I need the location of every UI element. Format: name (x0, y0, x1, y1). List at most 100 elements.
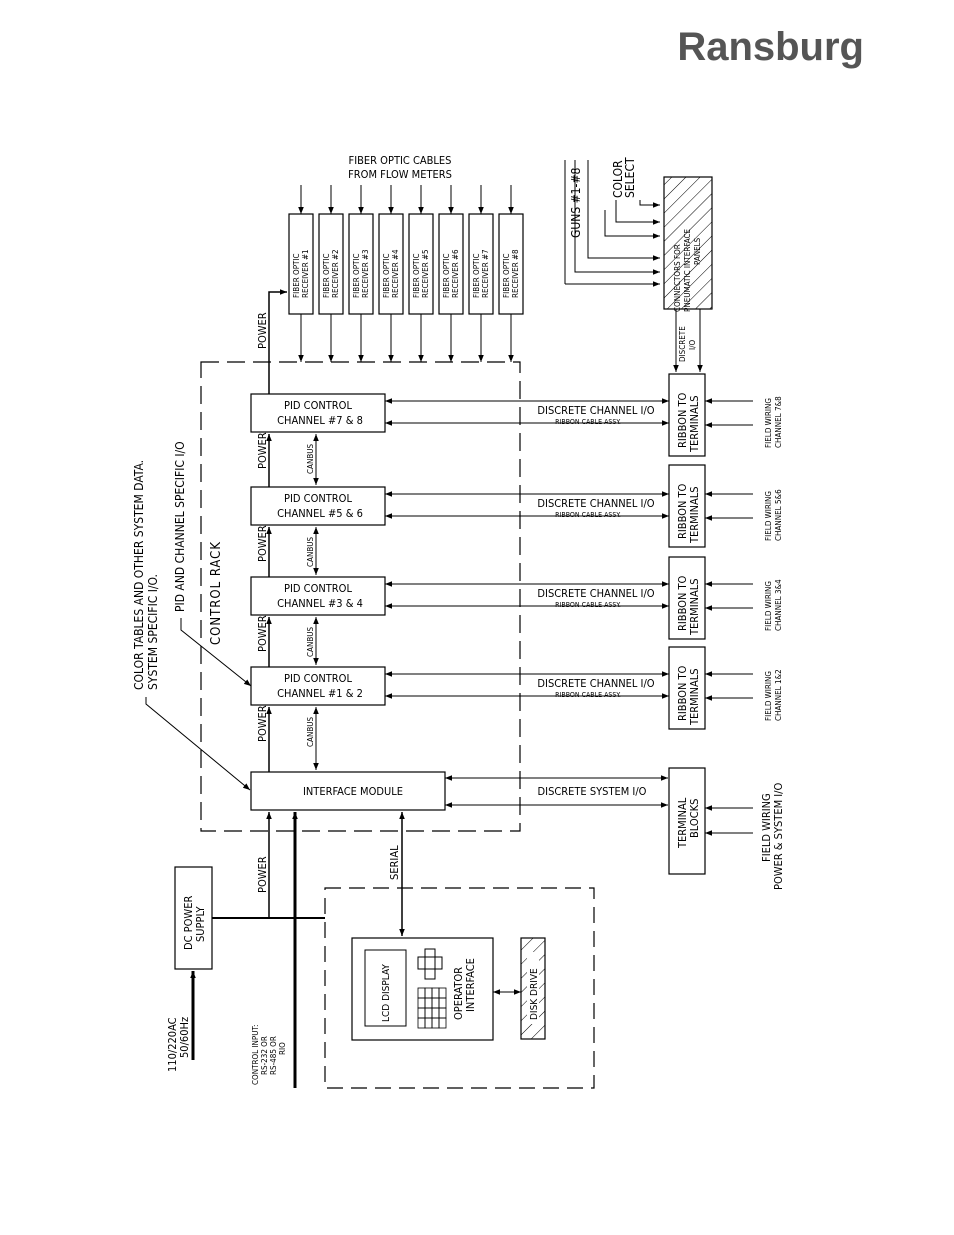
canbus-label: CANBUS (306, 716, 315, 747)
interface-module-box (250, 771, 446, 811)
connectors-label: CONNECTORS FOR (673, 244, 682, 312)
svg-text:FIBER OPTIC CABLES: FIBER OPTIC CABLES (349, 154, 452, 167)
svg-text:RECEIVER #2: RECEIVER #2 (331, 249, 340, 298)
svg-text:CHANNEL 5&6: CHANNEL 5&6 (774, 489, 783, 541)
pid-control-box (250, 666, 386, 706)
svg-text:FIBER OPTIC: FIBER OPTIC (502, 253, 511, 298)
power-label: POWER (256, 432, 269, 469)
canbus-label: CANBUS (306, 536, 315, 567)
svg-text:FIBER OPTIC: FIBER OPTIC (292, 253, 301, 298)
pid-channel-label: CHANNEL #7 & 8 (277, 414, 363, 427)
discrete-io-label: DISCRETE (678, 326, 687, 362)
field-wiring-label: FIELD WIRING (764, 491, 773, 541)
svg-text:RIBBON TO: RIBBON TO (676, 483, 689, 539)
field-wiring-label: FIELD WIRING (764, 581, 773, 631)
svg-text:TERMINALS: TERMINALS (688, 668, 701, 726)
pid-channel-label: CHANNEL #1 & 2 (277, 687, 363, 700)
svg-text:TERMINALS: TERMINALS (688, 486, 701, 544)
discrete-channel-label: DISCRETE CHANNEL I/O (537, 677, 654, 690)
dc-power-supply-box (174, 866, 213, 970)
color-select-label: COLOR (611, 160, 625, 198)
control-input-label: CONTROL INPUT: (251, 1025, 260, 1085)
left-annotations: COLOR TABLES AND OTHER SYSTEM DATA. SYST… (132, 441, 252, 791)
svg-text:CHANNEL 3&4: CHANNEL 3&4 (774, 579, 783, 631)
interface-module-section: INTERFACE MODULE DISCRETE SYSTEM I/O TER… (250, 767, 785, 1088)
ribbon-cable-label: RIBBON CABLE ASSY. (555, 511, 621, 519)
power-label: POWER (256, 705, 269, 742)
svg-text:CHANNEL 7&8: CHANNEL 7&8 (774, 396, 783, 448)
pid-channel-rows: PID CONTROL CHANNEL #7 & 8 DISCRETE CHANNE… (250, 373, 783, 772)
pid-control-title: PID CONTROL (284, 582, 352, 595)
ribbon-cable-label: RIBBON CABLE ASSY. (555, 691, 621, 699)
ac-input-label: 110/220AC (166, 1017, 179, 1072)
svg-text:PNEUMATIC INTERFACE: PNEUMATIC INTERFACE (683, 228, 692, 312)
svg-text:FIBER OPTIC: FIBER OPTIC (322, 253, 331, 298)
svg-text:TERMINALS: TERMINALS (688, 395, 701, 453)
color-tables-annotation: COLOR TABLES AND OTHER SYSTEM DATA. (132, 460, 146, 690)
ribbon-cable-label: RIBBON CABLE ASSY. (555, 418, 621, 426)
guns-label: GUNS #1-#8 (569, 168, 583, 238)
pid-control-box (250, 393, 386, 433)
svg-text:I/O: I/O (688, 339, 697, 350)
svg-text:FIBER OPTIC: FIBER OPTIC (412, 253, 421, 298)
svg-text:RIBBON TO: RIBBON TO (676, 392, 689, 448)
dpad-icon (417, 948, 443, 980)
discrete-system-label: DISCRETE SYSTEM I/O (538, 785, 647, 798)
pid-control-box (250, 486, 386, 526)
disk-drive-label: DISK DRIVE (529, 968, 540, 1020)
lcd-display-label: LCD DISPLAY (381, 964, 392, 1022)
serial-label: SERIAL (388, 845, 401, 880)
control-rack-boundary: CONTROL RACK (200, 361, 521, 832)
svg-text:FROM FLOW METERS: FROM FLOW METERS (348, 168, 452, 181)
svg-text:RECEIVER #3: RECEIVER #3 (361, 249, 370, 298)
svg-text:POWER: POWER (256, 856, 269, 893)
ribbon-terminals-box (668, 373, 706, 457)
svg-text:RS-232 OR: RS-232 OR (260, 1036, 269, 1075)
power-label: POWER (256, 615, 269, 652)
fiber-optic-header: FIBER OPTIC CABLES FROM FLOW METERS (348, 154, 452, 181)
svg-text:SUPPLY: SUPPLY (194, 905, 207, 942)
field-wiring-label: FIELD WIRING (764, 398, 773, 448)
pneumatic-connectors-section: CONNECTORS FOR PNEUMATIC INTERFACE PANEL… (564, 157, 713, 372)
svg-text:RIBBON TO: RIBBON TO (676, 575, 689, 631)
operator-interface-section: LCD DISPLAY OPERATOR INTERFACE DISK DRIV… (324, 887, 595, 1089)
power-label: POWER (256, 525, 269, 562)
discrete-channel-label: DISCRETE CHANNEL I/O (537, 404, 654, 417)
svg-text:FIBER OPTIC: FIBER OPTIC (472, 253, 481, 298)
svg-text:FIBER OPTIC: FIBER OPTIC (352, 253, 361, 298)
svg-text:RECEIVER #6: RECEIVER #6 (451, 249, 460, 298)
pid-control-box (250, 576, 386, 616)
pid-channel-label: CHANNEL #3 & 4 (277, 597, 363, 610)
keypad-icon (417, 987, 447, 1029)
svg-text:INTERFACE: INTERFACE (464, 958, 477, 1012)
svg-text:POWER & SYSTEM I/O: POWER & SYSTEM I/O (772, 782, 785, 890)
field-wiring-power-label: FIELD WIRING (760, 793, 773, 862)
svg-text:RECEIVER #4: RECEIVER #4 (391, 249, 400, 298)
svg-text:RECEIVER #5: RECEIVER #5 (421, 249, 430, 298)
lcd-display-box (364, 949, 407, 1027)
pid-channel-row: PID CONTROL CHANNEL #1 & 2 DISCRETE CHANNE… (250, 646, 783, 772)
canbus-label: CANBUS (306, 626, 315, 657)
operator-interface-label: OPERATOR (452, 967, 465, 1020)
ribbon-terminals-box (668, 556, 706, 640)
control-rack-label: CONTROL RACK (209, 541, 224, 645)
svg-text:SYSTEM SPECIFIC I/O.: SYSTEM SPECIFIC I/O. (146, 574, 160, 690)
terminal-blocks-label: TERMINAL (676, 797, 689, 849)
svg-text:RIO: RIO (278, 1042, 287, 1055)
receiver-power-line: POWER (256, 289, 287, 395)
ransburg-logo: Ransburg (677, 25, 864, 69)
dc-power-supply-section: DC POWER SUPPLY 110/220AC 50/60Hz CONTRO… (166, 866, 325, 1085)
pid-control-title: PID CONTROL (284, 672, 352, 685)
svg-text:SELECT: SELECT (623, 157, 637, 198)
